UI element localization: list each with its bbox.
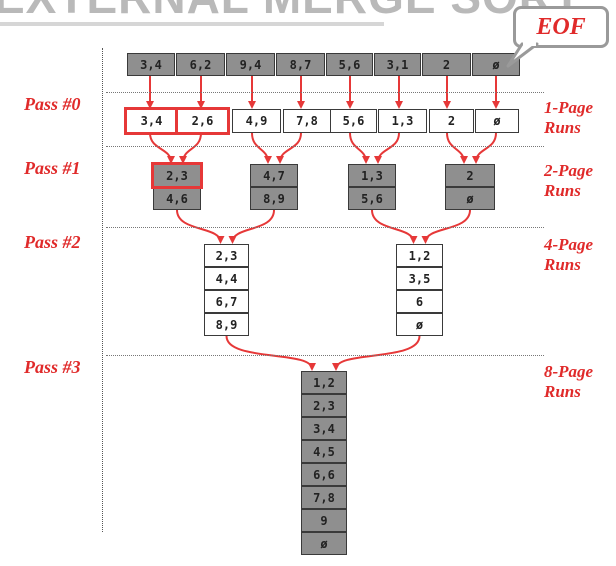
slide-title: EXTERNAL MERGE SORT: [0, 0, 582, 24]
merge-arrow: [349, 132, 370, 164]
run-page: 3,4: [124, 107, 179, 135]
merge-arrow: [176, 209, 225, 244]
merge-arrow: [149, 132, 175, 164]
run-page: 3,5: [396, 267, 443, 290]
run-page: 4,7: [250, 164, 298, 187]
input-page: 2: [422, 53, 471, 76]
pass-label: Pass #1: [24, 158, 81, 178]
merge-arrow: [228, 209, 275, 244]
run-page: 2,6: [175, 107, 230, 135]
merge-arrow: [276, 132, 302, 164]
runs-label: 4-Page Runs: [544, 235, 594, 274]
merge-arrow: [374, 132, 400, 164]
run-page: 8,9: [204, 313, 249, 336]
run-page: ø: [475, 109, 519, 133]
input-page: 5,6: [326, 53, 373, 76]
run-page: 9: [301, 509, 347, 532]
run-page: 6,7: [204, 290, 249, 313]
run-page: 5,6: [348, 187, 396, 210]
pass2-divider: [106, 227, 544, 228]
pass-label: Pass #0: [24, 94, 81, 114]
pass-label: Pass #3: [24, 357, 81, 377]
run-page: ø: [445, 187, 495, 210]
merge-arrow: [446, 132, 468, 164]
run-page: 1,3: [378, 109, 427, 133]
run-page: 1,2: [396, 244, 443, 267]
run-page: 2: [429, 109, 474, 133]
runs-label: 1-Page Runs: [544, 98, 594, 137]
merge-arrow: [472, 132, 497, 164]
merge-arrow: [421, 209, 471, 244]
merge-arrow: [251, 132, 272, 164]
run-page: ø: [301, 532, 347, 555]
run-page: 6,6: [301, 463, 347, 486]
run-page: 6: [396, 290, 443, 313]
input-page: 8,7: [276, 53, 325, 76]
input-page: ø: [472, 53, 520, 76]
run-page: 4,4: [204, 267, 249, 290]
run-page: 2: [445, 164, 495, 187]
left-divider: [102, 48, 103, 532]
merge-arrow: [225, 335, 316, 371]
run-page: 5,6: [330, 109, 377, 133]
pass3-divider: [106, 355, 544, 356]
merge-arrow: [179, 132, 202, 164]
merge-arrow: [332, 335, 421, 371]
run-page: 4,5: [301, 440, 347, 463]
run-page: 4,6: [153, 187, 201, 210]
input-page: 3,4: [127, 53, 175, 76]
run-page: 2,3: [204, 244, 249, 267]
eof-callout: EOF: [513, 6, 609, 48]
input-page: 3,1: [374, 53, 421, 76]
run-page: 7,8: [301, 486, 347, 509]
run-page: 2,3: [151, 162, 203, 189]
title-rule: [0, 22, 384, 26]
runs-label: 2-Page Runs: [544, 161, 594, 200]
pass-label: Pass #2: [24, 232, 81, 252]
run-page: 7,8: [283, 109, 331, 133]
input-page: 9,4: [226, 53, 275, 76]
run-page: ø: [396, 313, 443, 336]
input-page: 6,2: [176, 53, 225, 76]
run-page: 2,3: [301, 394, 347, 417]
run-page: 1,2: [301, 371, 347, 394]
merge-arrow: [371, 209, 418, 244]
pass0-divider: [106, 92, 544, 93]
pass1-divider: [106, 146, 544, 147]
run-page: 1,3: [348, 164, 396, 187]
run-page: 3,4: [301, 417, 347, 440]
runs-label: 8-Page Runs: [544, 362, 594, 401]
run-page: 8,9: [250, 187, 298, 210]
run-page: 4,9: [232, 109, 281, 133]
